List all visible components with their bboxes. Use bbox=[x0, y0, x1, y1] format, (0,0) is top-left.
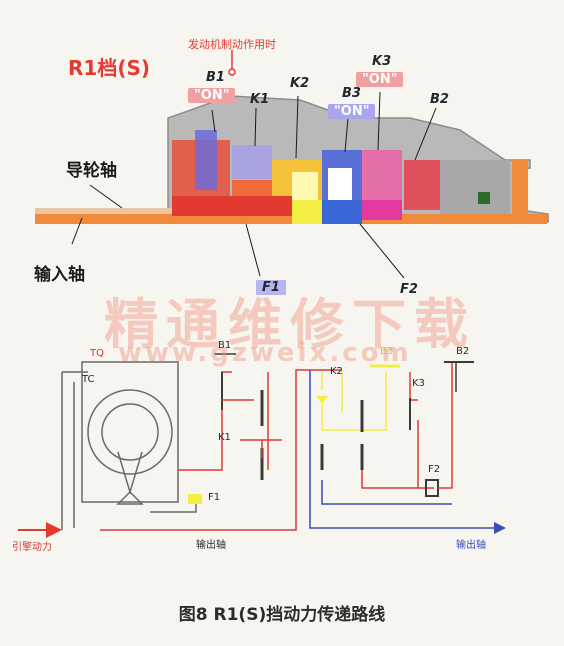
guide-shaft-label: 导轮轴 bbox=[66, 161, 117, 181]
torque-converter-box bbox=[81, 361, 179, 503]
schematic-tc: TC bbox=[82, 374, 95, 385]
blue-band bbox=[322, 200, 362, 224]
yellow-path bbox=[321, 372, 387, 431]
b2-section bbox=[404, 160, 440, 210]
blue-output-path bbox=[309, 370, 500, 529]
yellow-k2-arrow bbox=[316, 396, 328, 404]
label-b2: B2 bbox=[430, 92, 449, 107]
red-band-left bbox=[172, 196, 292, 216]
k1-leader bbox=[254, 107, 257, 147]
schematic-k2: K2 bbox=[330, 366, 343, 377]
schematic-b1: B1 bbox=[218, 340, 232, 351]
schematic-output-shaft-1: 输出轴 bbox=[196, 540, 226, 551]
stator-mount bbox=[116, 490, 144, 505]
k1-plates bbox=[232, 145, 272, 179]
planetary-core bbox=[328, 168, 352, 204]
schematic-k3: K3 bbox=[412, 378, 425, 389]
red-path-main bbox=[100, 369, 342, 531]
input-power-arrowhead bbox=[46, 522, 62, 538]
on-badge-b1: "ON" bbox=[188, 88, 236, 103]
b2-leader bbox=[414, 107, 437, 161]
label-f1: F1 bbox=[256, 280, 286, 295]
guide-shaft-bar bbox=[35, 208, 235, 214]
f1-leader bbox=[245, 223, 261, 277]
label-k3: K3 bbox=[372, 54, 392, 69]
yellow-band bbox=[292, 200, 322, 224]
k3-leader bbox=[377, 91, 381, 151]
input-shaft-label: 输入轴 bbox=[34, 265, 85, 285]
output-section bbox=[440, 160, 510, 214]
on-badge-b3: "ON" bbox=[328, 104, 376, 119]
output-gear-detail bbox=[478, 192, 490, 204]
red-to-f2 bbox=[361, 470, 434, 489]
output-arrowhead bbox=[494, 522, 506, 534]
blue-output-inner bbox=[321, 480, 452, 505]
f2-leader bbox=[359, 223, 405, 279]
label-k1: K1 bbox=[250, 92, 270, 107]
label-f2: F2 bbox=[400, 282, 418, 297]
k2-leader bbox=[295, 95, 299, 159]
schematic-b2: B2 bbox=[456, 346, 470, 357]
torque-converter-outer bbox=[87, 389, 173, 475]
engine-brake-label: 发动机制动作用时 bbox=[188, 38, 276, 51]
schematic-k1: K1 bbox=[218, 432, 231, 443]
schematic-output-shaft-2: 输出轴 bbox=[456, 540, 486, 551]
engine-brake-pointer-dot bbox=[228, 68, 236, 76]
f1-element bbox=[188, 494, 202, 504]
schematic-b3: B3 bbox=[380, 346, 394, 357]
label-b1: B1 bbox=[206, 70, 225, 85]
output-flange bbox=[512, 160, 528, 214]
label-k2: K2 bbox=[290, 76, 310, 91]
schematic-f1: F1 bbox=[208, 492, 221, 503]
input-shaft-leader bbox=[71, 217, 83, 245]
b1-plates bbox=[195, 130, 217, 190]
label-b3: B3 bbox=[342, 86, 361, 101]
watermark-chinese: 精通维修下载 bbox=[104, 293, 476, 356]
schematic-input-power: 引擎动力 bbox=[12, 542, 52, 553]
magenta-band bbox=[362, 200, 402, 220]
figure-caption: 图8 R1(S)挡动力传递路线 bbox=[178, 605, 386, 625]
guide-shaft-leader bbox=[89, 184, 123, 209]
schematic-tq: TQ bbox=[90, 348, 104, 359]
f1-link bbox=[150, 504, 197, 513]
gear-title: R1档(S) bbox=[68, 56, 151, 80]
torque-converter-inner bbox=[101, 403, 159, 461]
input-shaft-bar bbox=[35, 214, 547, 224]
on-badge-k3: "ON" bbox=[356, 72, 404, 87]
schematic-f2: F2 bbox=[428, 464, 441, 475]
b1-leader bbox=[211, 109, 216, 133]
watermark-url: www.gzweix.com bbox=[118, 338, 412, 368]
red-path-upper bbox=[178, 371, 232, 471]
b3-leader bbox=[344, 117, 349, 153]
red-to-b2 bbox=[438, 362, 453, 489]
